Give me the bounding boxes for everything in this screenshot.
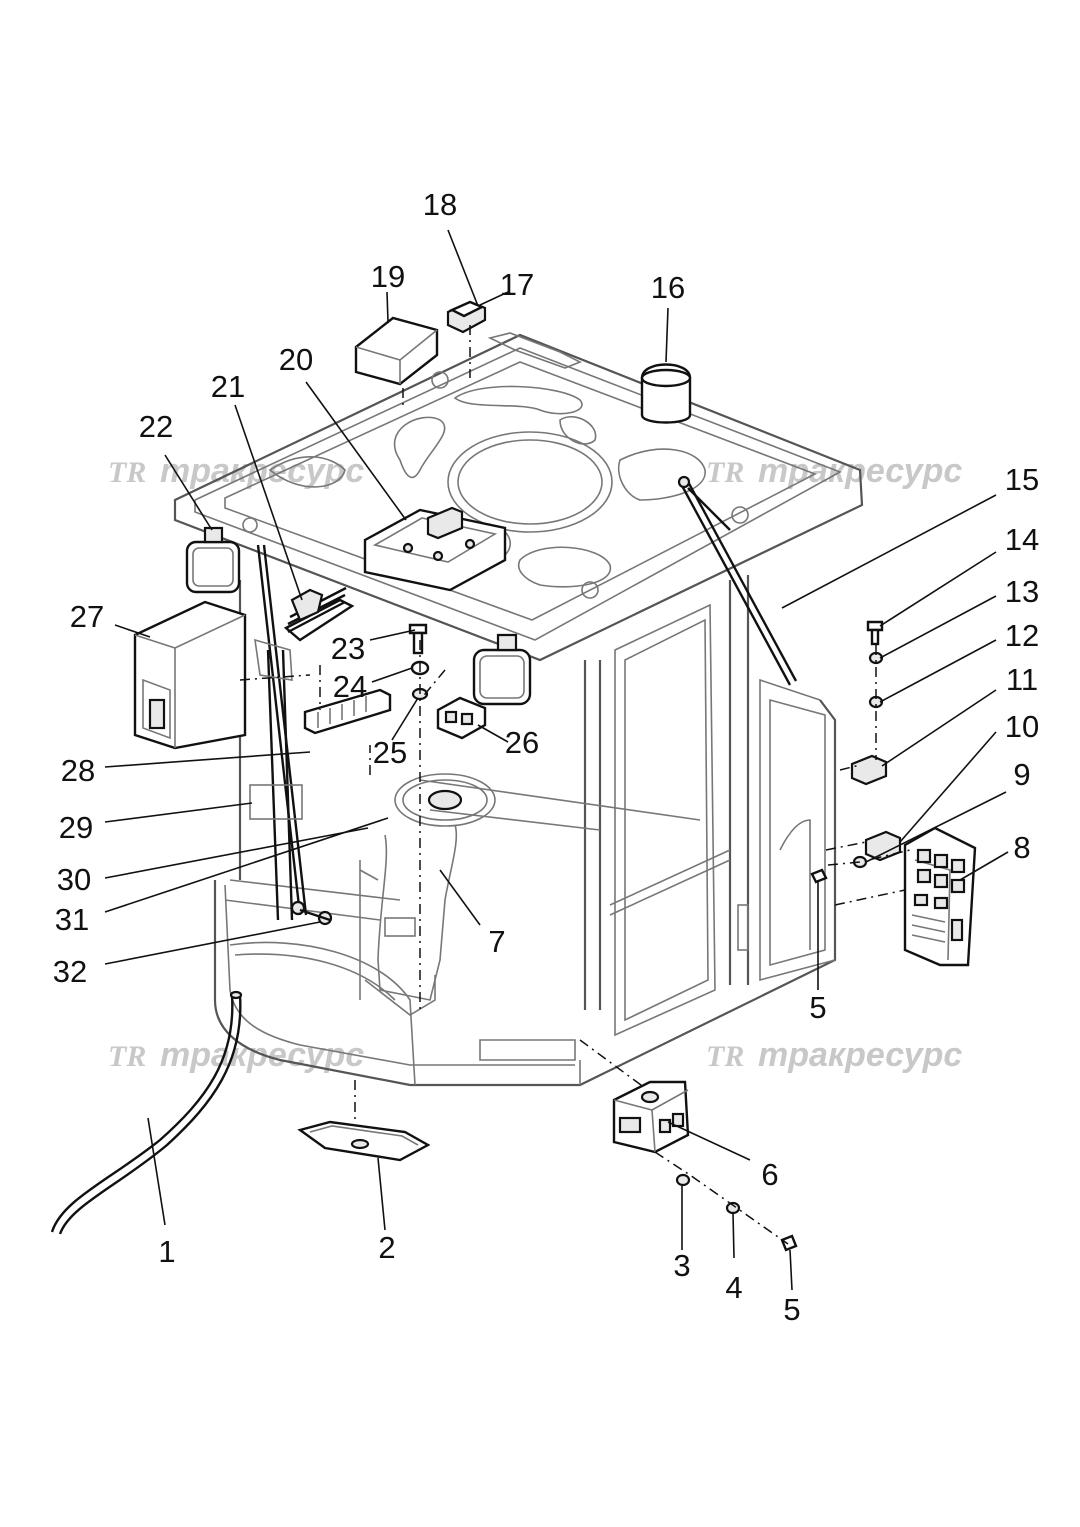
cab-fan (283, 586, 355, 642)
control-box (133, 600, 247, 750)
callout-31: 31 (55, 902, 89, 937)
fuse-relay-block (903, 826, 977, 967)
fastener-5-right (810, 868, 828, 884)
watermark-text: тракресурс (758, 1036, 962, 1074)
callout-9: 9 (1013, 757, 1030, 792)
harness-hose (50, 990, 243, 1235)
callout-16: 16 (651, 270, 685, 305)
callout-23: 23 (331, 631, 365, 666)
callout-4: 4 (725, 1270, 742, 1305)
callout-15: 15 (1005, 462, 1039, 497)
callout-1: 1 (158, 1234, 175, 1269)
bottom-module (612, 1080, 690, 1154)
watermark-logo: TR (108, 456, 146, 489)
watermark-bottom-right: TR тракресурс (706, 1036, 962, 1074)
callout-21: 21 (211, 369, 245, 404)
left-panel (249, 784, 303, 820)
switch-block-26 (436, 696, 487, 740)
assembly-lines (239, 325, 911, 1245)
callout-3: 3 (673, 1248, 690, 1283)
roof-switch (446, 300, 487, 334)
switch-panel (303, 688, 392, 735)
callout-11: 11 (1006, 662, 1038, 697)
callout-2: 2 (378, 1230, 395, 1265)
washer-3 (675, 1173, 691, 1187)
callout-32: 32 (53, 954, 87, 989)
callout-13: 13 (1005, 574, 1039, 609)
fastener-5-bottom (780, 1234, 798, 1252)
watermark-top-right: TR тракресурс (706, 452, 962, 490)
callout-18: 18 (423, 187, 457, 222)
callout-6: 6 (761, 1157, 778, 1192)
callout-27: 27 (70, 599, 104, 634)
callout-28: 28 (61, 753, 95, 788)
callout-17: 17 (500, 267, 534, 302)
leader-lines (104, 229, 1009, 1291)
callout-22: 22 (139, 409, 173, 444)
callout-14: 14 (1005, 522, 1039, 557)
callout-24: 24 (333, 669, 367, 704)
bolt-23 (408, 623, 428, 655)
relay-10 (864, 830, 902, 862)
callout-30: 30 (57, 862, 91, 897)
callout-29: 29 (59, 810, 93, 845)
callout-26: 26 (505, 725, 539, 760)
callout-8: 8 (1013, 830, 1030, 865)
watermark-logo: TR (108, 1040, 146, 1073)
callout-5-right: 5 (809, 990, 826, 1025)
cab-body (213, 575, 837, 1087)
steering-column (359, 773, 496, 1016)
beacon-lamp (640, 363, 692, 424)
cab-roof (173, 332, 864, 662)
callout-12: 12 (1005, 618, 1039, 653)
roof-module-box (354, 316, 439, 386)
callout-10: 10 (1005, 709, 1039, 744)
callout-19: 19 (371, 259, 405, 294)
callout-7: 7 (488, 924, 505, 959)
callout-5-bottom: 5 (783, 1292, 800, 1327)
interior-lamp (297, 1120, 431, 1162)
bolt-14 (866, 620, 884, 646)
work-lamp-right (472, 633, 532, 706)
wiper-right (677, 475, 798, 686)
work-lamp-left (185, 526, 241, 594)
watermark-logo: TR (706, 1040, 744, 1073)
watermark-logo: TR (706, 456, 744, 489)
callout-25: 25 (373, 735, 407, 770)
callout-20: 20 (279, 342, 313, 377)
relay-11 (850, 754, 888, 786)
callouts: 1 2 3 4 5 5 6 7 8 9 10 11 12 13 14 15 16… (53, 187, 1039, 1327)
roof-console (363, 506, 507, 592)
